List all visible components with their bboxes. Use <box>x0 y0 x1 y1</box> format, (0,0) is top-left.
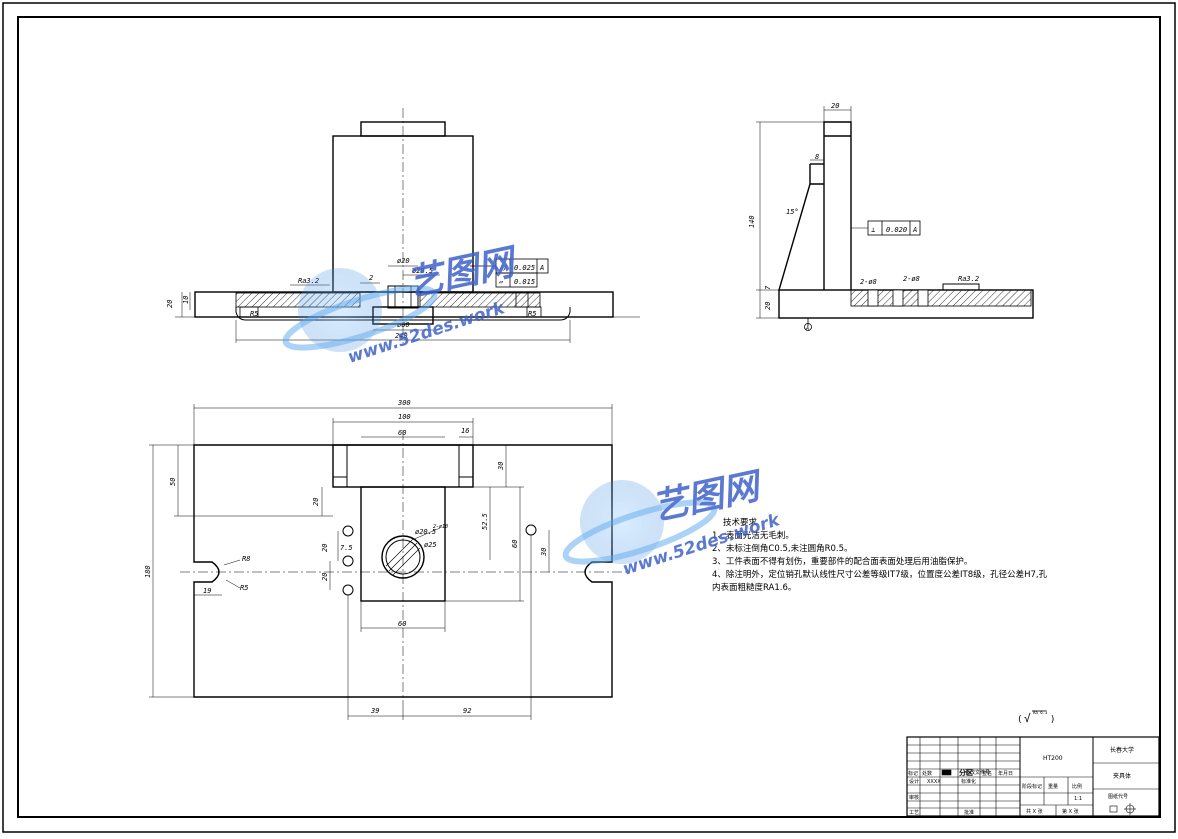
dim-front-d20-5: ø20.5 <box>412 267 433 275</box>
notes-title: 技术要求 <box>723 517 758 528</box>
dim-top-100: 100 <box>398 413 411 421</box>
tb-rev-4: 签名 <box>982 770 992 777</box>
tb-rev-1: 处数 <box>922 770 932 777</box>
tb-check-label: 审核 <box>909 794 919 801</box>
dim-top-d25: ø25 <box>424 541 437 549</box>
tb-process-label: 工艺 <box>909 810 919 816</box>
note-1: 1、表面光洁无毛刺。 <box>712 530 794 541</box>
tb-sheets-total: 共 X 张 <box>1026 808 1043 815</box>
roughness-open-paren: ( <box>1017 715 1022 725</box>
dim-top-r8: R8 <box>242 555 250 563</box>
tb-standardize-label: 标准化 <box>961 778 976 785</box>
dim-front-2: 2 <box>369 274 373 282</box>
tb-drawing-no: 图纸代号 <box>1108 793 1128 800</box>
tb-scale-label: 比例 <box>1072 783 1082 790</box>
dim-top-d20-5: ø20.5 <box>415 528 436 536</box>
tb-rev-0: 标记 <box>908 770 918 777</box>
dim-top-60: 60 <box>398 429 406 437</box>
dim-top-50: 50 <box>169 478 177 486</box>
dim-top-92: 92 <box>463 707 471 715</box>
dim-top-20: 20 <box>312 498 320 506</box>
dim-front-r5a: R5 <box>250 310 258 318</box>
dim-front-240: 240 <box>395 332 408 340</box>
dim-front-20: 20 <box>166 300 174 308</box>
dim-front-10: 10 <box>182 296 190 304</box>
dim-top-v20b: 20 <box>321 573 329 581</box>
dim-side-7: 7 <box>764 285 772 290</box>
front-parallel-symbol: // <box>499 264 507 272</box>
tb-sheet-no: 第 X 张 <box>1062 808 1079 815</box>
side-perp-ref: A <box>912 226 917 234</box>
side-view <box>756 106 1034 331</box>
dim-top-v20: 20 <box>321 544 329 552</box>
dim-top-39: 39 <box>370 707 379 715</box>
front-tolerance-frame <box>470 258 549 288</box>
dim-top-60b: 60 <box>398 620 406 628</box>
tb-weight-label: 重量 <box>1048 783 1058 790</box>
front-flatness-value: 0.015 <box>514 278 535 286</box>
tb-designer: XXXX <box>927 779 941 785</box>
tb-rev-2: 分区 <box>959 768 973 777</box>
dim-top-300: 300 <box>397 399 411 407</box>
note-2: 2、未标注倒角C0.5,未注圆角R0.5。 <box>712 543 853 554</box>
front-flatness-symbol: ▱ <box>499 278 504 286</box>
dim-side-d8: 2-ø8 <box>903 275 920 283</box>
tb-scale: 1:1 <box>1074 796 1082 802</box>
side-perp-value: 0.020 <box>886 226 907 234</box>
dim-top-16: 16 <box>461 427 469 435</box>
roughness-close-paren: ) <box>1050 715 1055 725</box>
front-parallel-value: 0.025 <box>514 264 535 272</box>
dim-front-d20: ø20 <box>397 257 410 265</box>
note-5: 内表面粗糙度RA1.6。 <box>712 582 796 593</box>
title-block <box>906 736 1160 817</box>
dim-top-180: 180 <box>144 565 152 578</box>
tb-school: 长春大学 <box>1110 746 1134 754</box>
dim-side-2-d8: 2-ø8 <box>860 278 877 286</box>
dim-top-30: 30 <box>497 462 505 471</box>
dim-top-52-5: 52.5 <box>481 513 489 530</box>
datum-side-a: A <box>805 326 809 332</box>
tb-material: HT200 <box>1043 755 1063 762</box>
note-4: 4、除注明外，定位销孔默认线性尺寸公差等级IT7级，位置度公差IT8级，孔径公差… <box>712 569 1048 580</box>
tb-approve-label: 批准 <box>964 809 974 816</box>
dim-front-ra32: Ra3.2 <box>298 277 319 285</box>
tb-designer-label: 设计 <box>909 778 919 785</box>
dim-top-30b: 30 <box>540 548 548 557</box>
top-view <box>149 404 628 720</box>
dim-top-60v: 60 <box>511 540 519 548</box>
dim-side-ra32: Ra3.2 <box>958 275 979 283</box>
dim-top-2-d10: 2-ø10 <box>433 524 448 530</box>
roughness-symbol: √ <box>1024 712 1031 725</box>
dim-top-7-5: 7.5 <box>340 544 353 552</box>
dim-side-15deg: 15° <box>786 208 799 216</box>
dim-top-r5: R5 <box>240 584 248 592</box>
roughness-value: Ra 6.3 <box>1033 710 1048 715</box>
tb-part-name: 夹具体 <box>1113 772 1131 780</box>
tb-rev-3: 更改文件号 <box>965 769 990 776</box>
note-3: 3、工件表面不得有划伤，重要部件的配合面表面处理后用油脂保护。 <box>712 556 972 567</box>
side-perp-symbol: ⊥ <box>871 226 875 234</box>
dim-side-8: 8 <box>815 153 819 161</box>
dim-front-r5b: R5 <box>528 310 536 318</box>
inner-frame <box>17 16 1161 818</box>
dim-front-d60: ø60 <box>397 321 410 329</box>
tb-rev-5: 年月日 <box>998 770 1013 777</box>
front-parallel-ref: A <box>539 264 544 272</box>
side-tolerance-frame <box>867 220 921 236</box>
dim-top-19: 19 <box>203 587 211 595</box>
dim-side-140: 140 <box>748 215 756 228</box>
front-view <box>175 108 640 345</box>
dim-side-20b: 20 <box>764 302 772 310</box>
dim-side-20: 20 <box>831 102 839 110</box>
tb-stage-label: 阶段标记 <box>1022 783 1042 790</box>
